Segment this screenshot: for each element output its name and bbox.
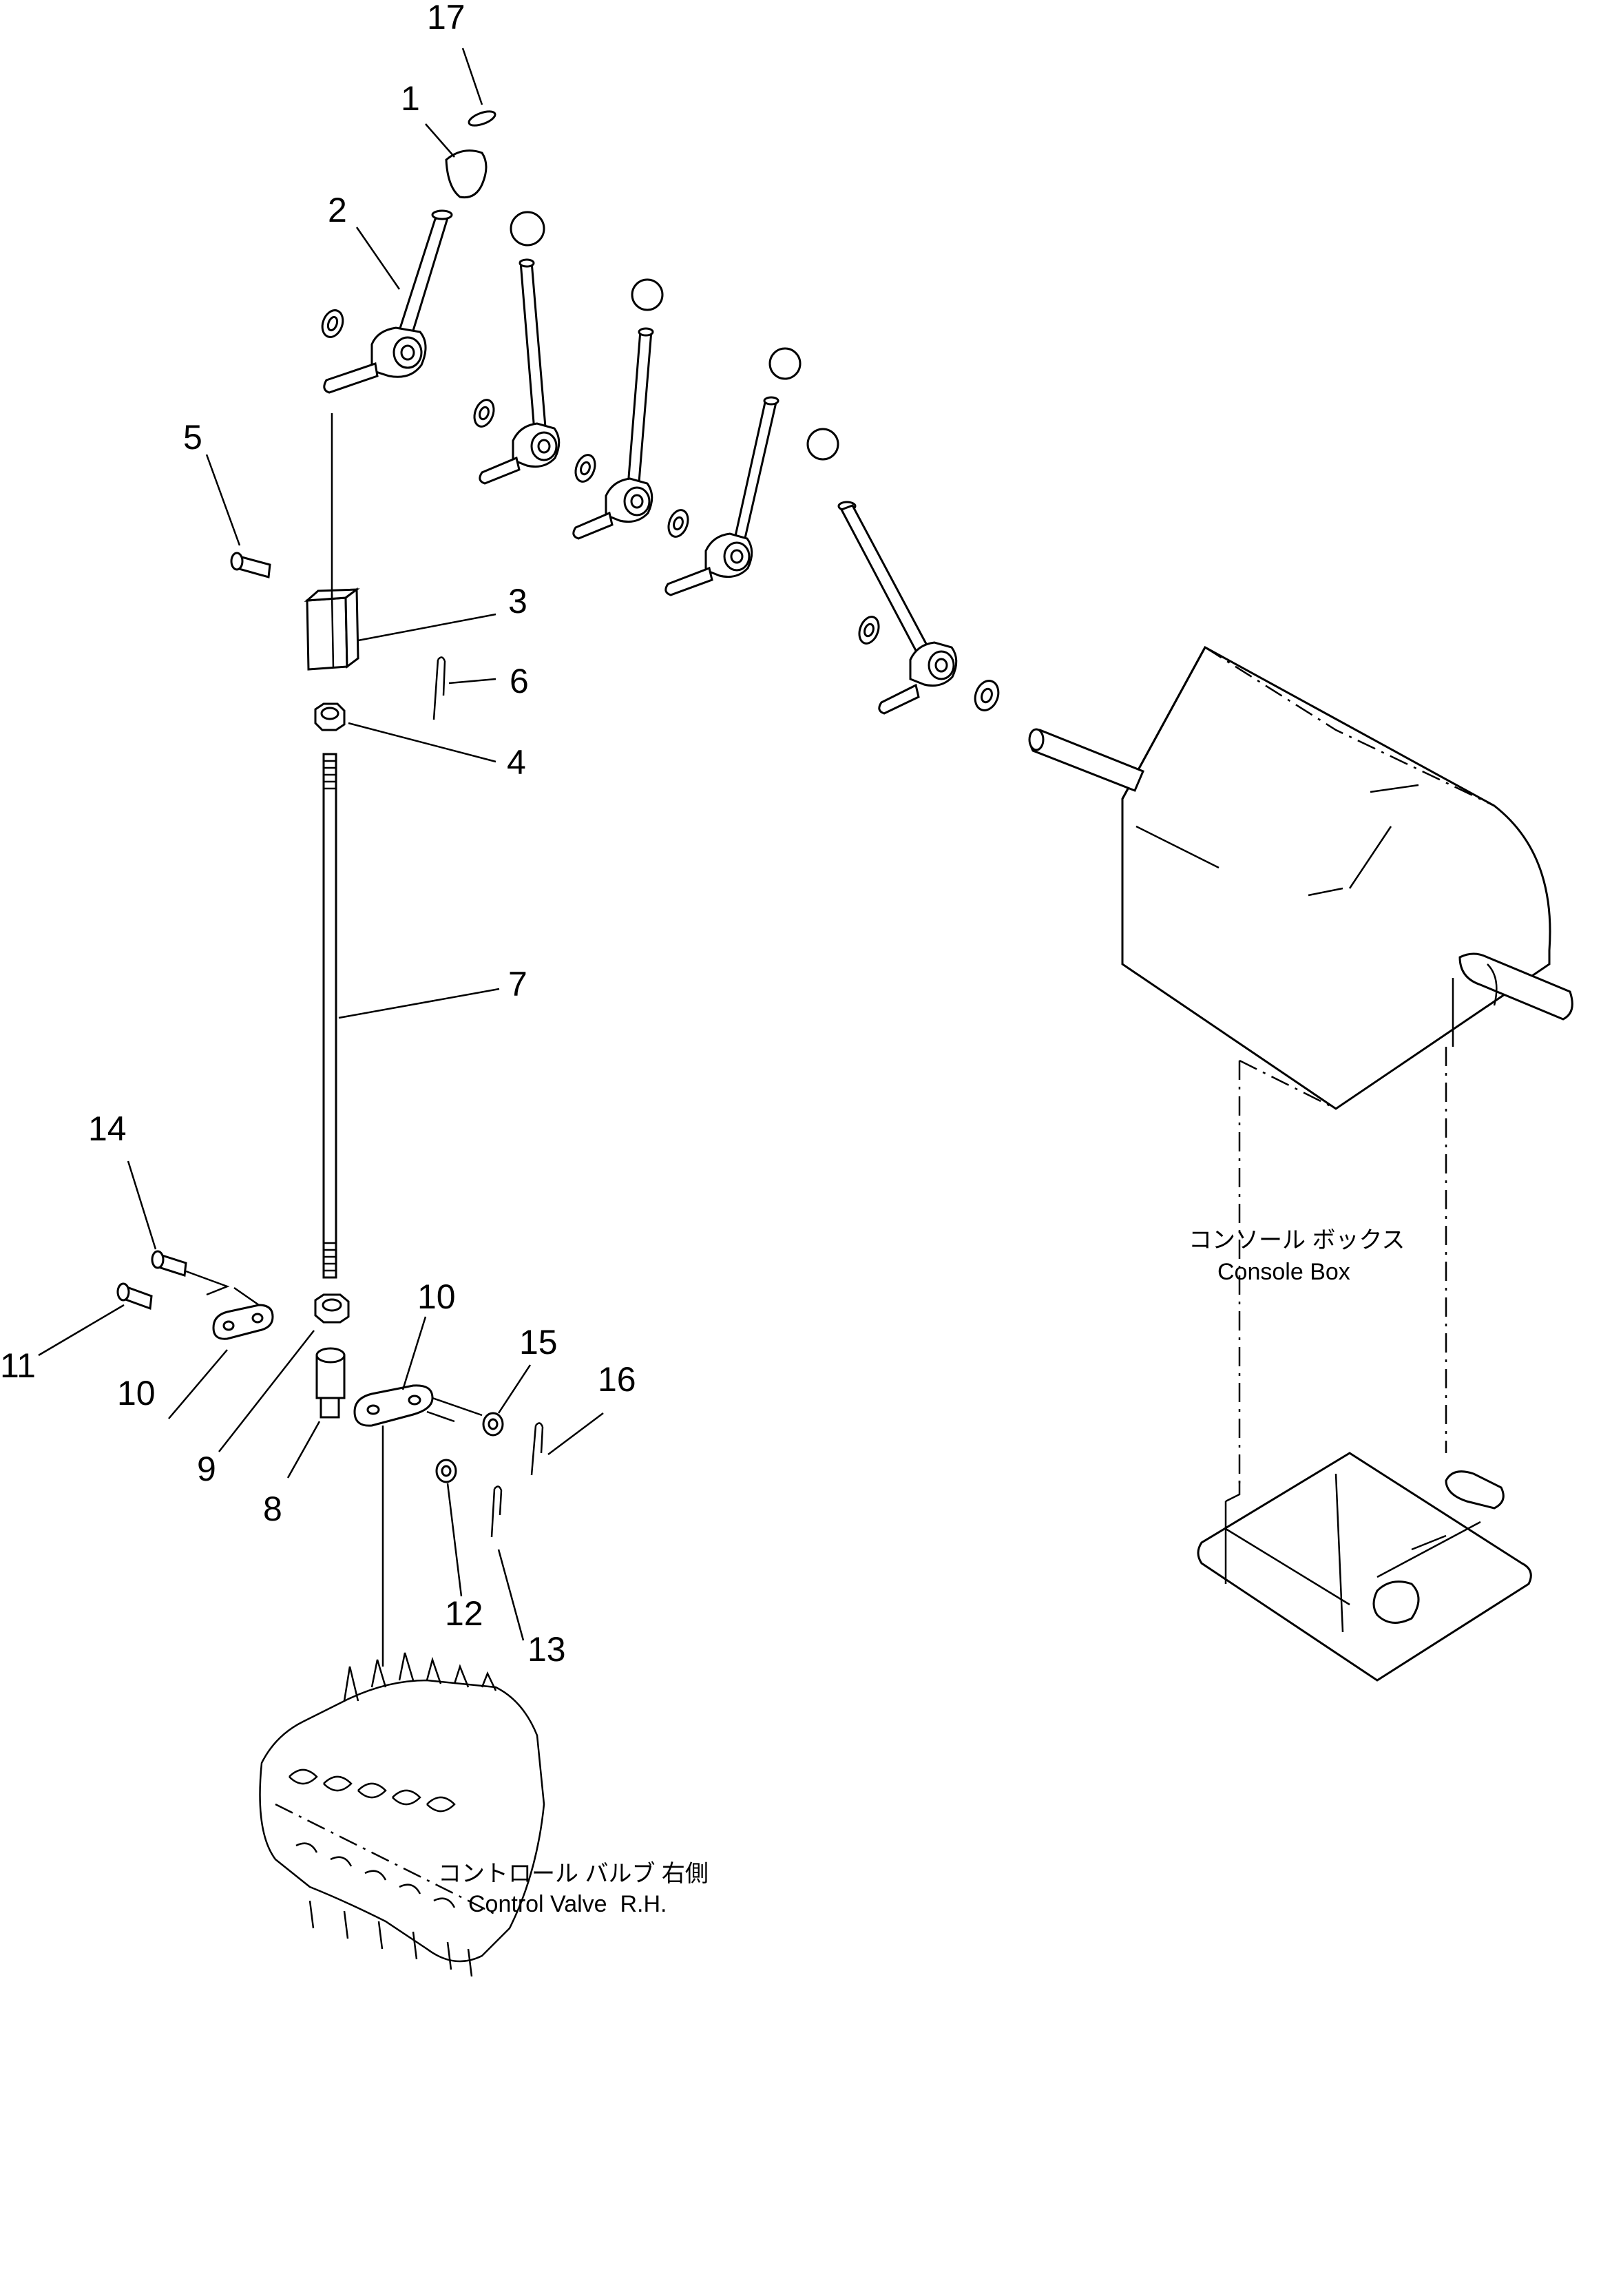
callout-1: 1 bbox=[401, 79, 420, 118]
part-4-nut bbox=[314, 702, 346, 731]
part-8-joint bbox=[315, 1347, 346, 1419]
leader-lines bbox=[38, 48, 604, 1667]
console-lever-d bbox=[806, 428, 1000, 715]
callout-16: 16 bbox=[598, 1360, 636, 1399]
part-9-nut bbox=[314, 1293, 350, 1324]
part-15-washer bbox=[482, 1412, 504, 1437]
part-5-bolt bbox=[230, 552, 271, 578]
part-13-pin bbox=[490, 1485, 503, 1538]
callout-7: 7 bbox=[508, 965, 527, 1003]
callout-2: 2 bbox=[328, 191, 347, 229]
part-10-plate-left bbox=[185, 1270, 274, 1340]
control-valve-label-en: Control Valve R.H. bbox=[468, 1891, 667, 1917]
part-2-lever bbox=[321, 209, 453, 394]
part-12-washer bbox=[435, 1459, 457, 1483]
callout-5: 5 bbox=[183, 418, 202, 457]
part-1-knob bbox=[445, 149, 488, 199]
part-10-plate-right bbox=[353, 1384, 483, 1427]
callout-10-left: 10 bbox=[117, 1374, 156, 1412]
console-box-label-jp: コンソール ボックス bbox=[1189, 1227, 1405, 1253]
control-valve-illustration bbox=[259, 1652, 545, 1977]
console-lever-c bbox=[664, 347, 802, 596]
callout-12: 12 bbox=[445, 1594, 483, 1633]
part-7-rod bbox=[322, 753, 337, 1279]
console-box-label-en: Console Box bbox=[1217, 1259, 1350, 1285]
part-14-bolt bbox=[151, 1250, 187, 1277]
callout-14: 14 bbox=[88, 1109, 127, 1148]
text-labels: コンソール ボックス Console Box コントロール バルブ 右側 Con… bbox=[438, 1227, 1405, 1917]
part-6-pin bbox=[432, 656, 446, 720]
callout-6: 6 bbox=[510, 662, 529, 700]
callout-3: 3 bbox=[508, 582, 527, 620]
control-valve-label-jp: コントロール バルブ 右側 bbox=[438, 1861, 709, 1887]
callout-13: 13 bbox=[527, 1630, 566, 1669]
callout-17: 17 bbox=[427, 0, 465, 36]
callout-15: 15 bbox=[519, 1323, 558, 1361]
callout-9: 9 bbox=[197, 1450, 216, 1488]
console-lever-a bbox=[473, 211, 561, 485]
part-17-ring bbox=[468, 110, 496, 127]
console-box-illustration bbox=[1028, 645, 1573, 1682]
callout-numbers: 17 1 2 5 3 6 4 7 14 11 10 9 8 10 15 16 1… bbox=[0, 0, 636, 1669]
part-3-block bbox=[304, 587, 360, 671]
callout-11: 11 bbox=[0, 1346, 36, 1385]
console-lever-b bbox=[572, 278, 664, 540]
callout-10-right: 10 bbox=[417, 1277, 456, 1316]
part-16-pin bbox=[530, 1422, 544, 1476]
callout-4: 4 bbox=[507, 743, 526, 782]
part-11-bolt bbox=[116, 1282, 153, 1311]
callout-8: 8 bbox=[263, 1490, 282, 1528]
